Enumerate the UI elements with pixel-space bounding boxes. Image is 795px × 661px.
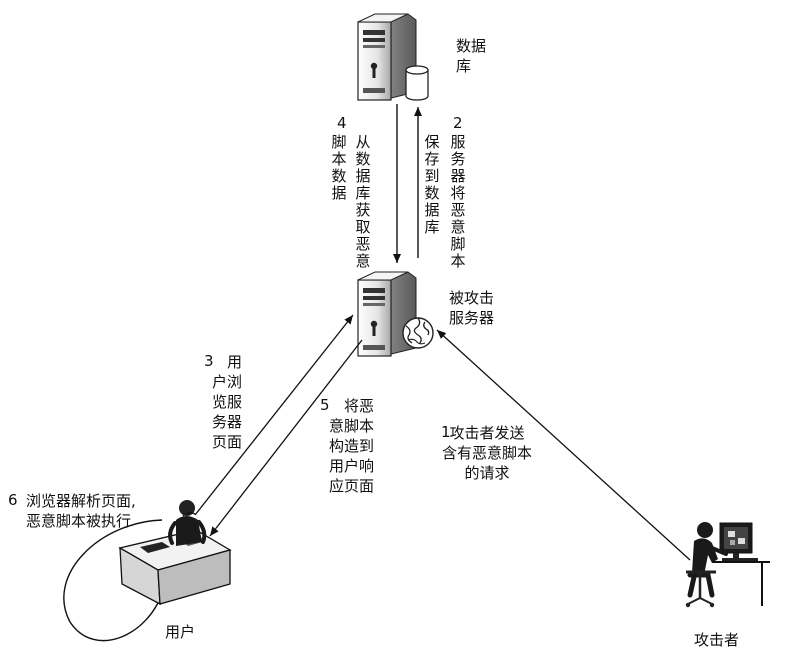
step3-number: 3	[204, 352, 214, 370]
step2-number: 2	[453, 114, 463, 132]
user-at-desk-icon	[118, 500, 232, 606]
attacker-label: 攻击者	[694, 631, 740, 649]
arrow-step6	[63, 519, 165, 642]
step2-text-col1: 服务器将恶意脚本	[450, 133, 466, 270]
step6-text: 浏览器解析页面, 恶意脚本被执行	[26, 492, 136, 530]
arrow-step5	[209, 339, 363, 537]
step4-text-col1: 从数据库获取恶意	[355, 133, 371, 270]
globe-icon	[402, 317, 434, 349]
arrow-step3	[194, 314, 354, 516]
step6-number: 6	[8, 491, 18, 509]
database-cylinder-icon	[405, 65, 429, 101]
server-label: 被攻击 服务器	[449, 289, 495, 327]
step3-text: 用 户浏 览服 务器 页面	[211, 353, 242, 451]
step4-number: 4	[337, 114, 347, 132]
database-label: 数据 库	[456, 37, 487, 75]
step1-number: 1	[441, 423, 451, 441]
database-server-icon	[357, 13, 417, 101]
arrow-step1	[436, 329, 691, 561]
step4-text-col2: 脚本数据	[331, 133, 347, 202]
user-label: 用户	[165, 623, 196, 641]
step5-text: 将恶 意脚本 构造到 用户响 应页面	[328, 397, 374, 495]
step1-text: 攻击者发送 含有恶意脚本 的请求	[441, 424, 532, 482]
step5-number: 5	[320, 396, 330, 414]
attacker-at-computer-icon	[685, 522, 770, 608]
step2-text-col2: 保存到数据库	[424, 133, 440, 236]
